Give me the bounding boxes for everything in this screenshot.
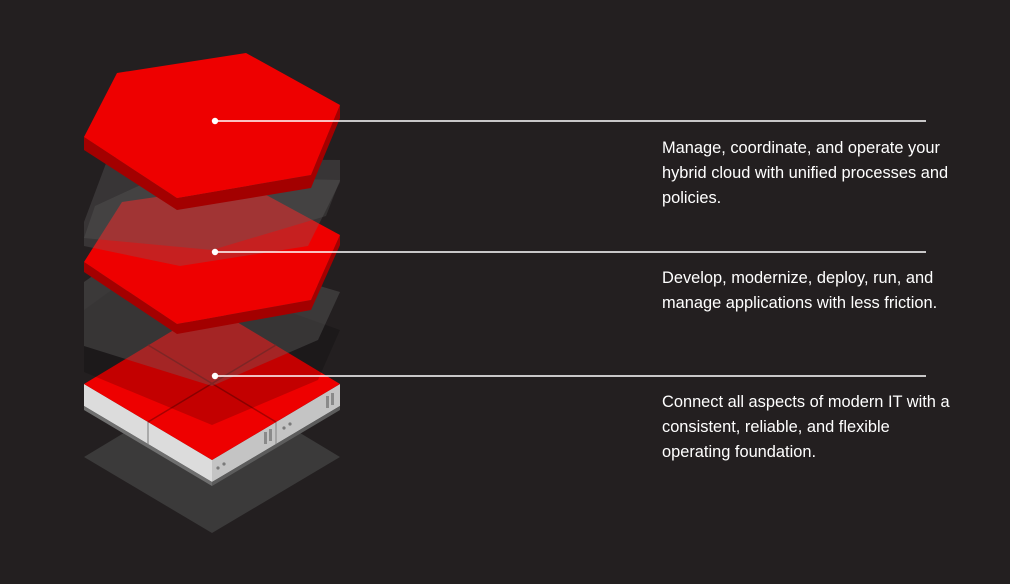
applications-layer-caption: Develop, modernize, deploy, run, and man… [662,269,938,312]
leader-lines [211,117,926,380]
management-layer-caption: Manage, coordinate, and operate your hyb… [662,139,949,207]
leader-dot-top [211,117,219,125]
leader-dot-middle [211,248,219,256]
server-vent-icon [264,393,334,444]
hexagon-layer-top-icon [84,53,340,210]
leader-dot-bottom [211,372,219,380]
server-block [84,307,340,486]
server-led-icon [216,422,292,470]
hexagon-layer-middle-icon [84,176,340,334]
foundation-layer-caption: Connect all aspects of modern IT with a … [662,393,950,461]
